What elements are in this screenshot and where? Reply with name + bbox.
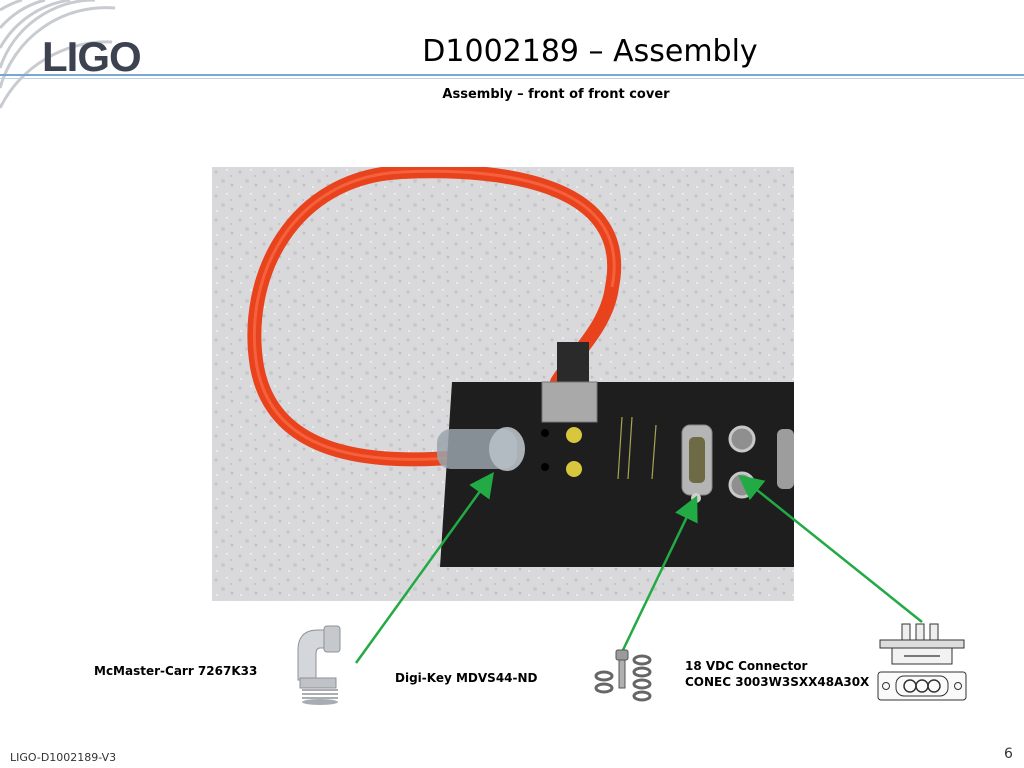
led-yellow-2 [566, 461, 582, 477]
page-number: 6 [1004, 746, 1013, 762]
title-rule [0, 74, 1024, 76]
label-digikey: Digi-Key MDVS44-ND [395, 671, 538, 685]
ribbon-connector [541, 381, 598, 423]
label-mcmaster: McMaster-Carr 7267K33 [94, 664, 258, 678]
page-title: D1002189 – Assembly [422, 34, 758, 69]
led-yellow-1 [566, 427, 582, 443]
ligo-logo: LIGO [42, 33, 142, 80]
bulkhead-connector-1 [728, 425, 756, 453]
arrow-connector [738, 474, 923, 623]
elbow-fitting-icon [297, 625, 341, 705]
label-connector-part: CONEC 3003W3SXX48A30X [685, 675, 870, 689]
title-rule-secondary [0, 78, 1024, 79]
assembly-photo [212, 167, 794, 601]
dsub-connector-icon [877, 623, 967, 701]
label-connector-name: 18 VDC Connector [685, 659, 808, 673]
slide-subtitle: Assembly – front of front cover [442, 87, 670, 102]
logo-arcs-icon [0, 0, 116, 109]
arrow-screw [621, 495, 698, 651]
screw-washer-icon [594, 649, 652, 702]
footer-doc-id: LIGO-D1002189-V3 [10, 751, 117, 764]
arrow-fitting [354, 471, 494, 664]
